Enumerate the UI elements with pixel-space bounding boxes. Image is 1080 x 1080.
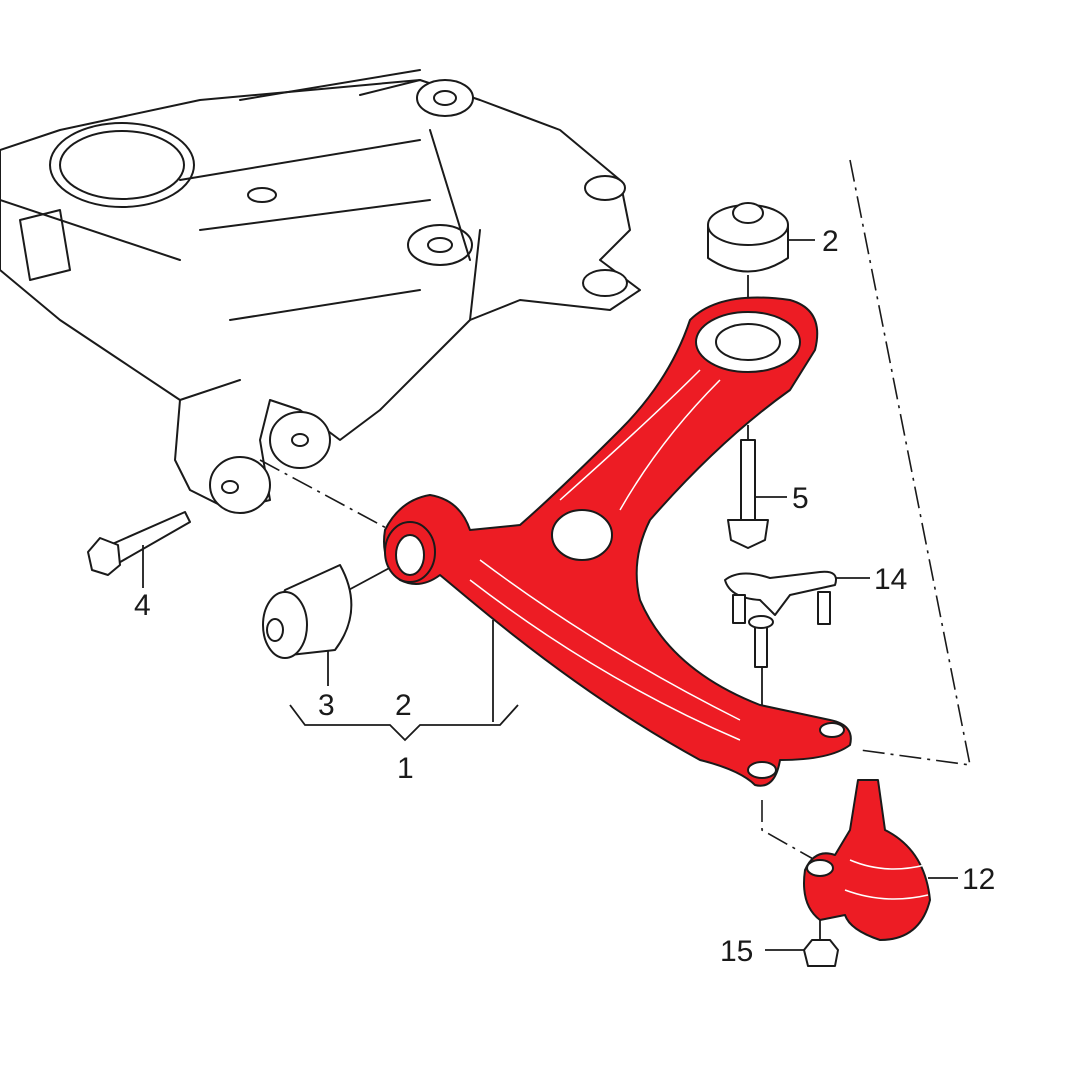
subframe — [0, 69, 641, 514]
callout-5: 5 — [792, 482, 809, 515]
callout-4: 4 — [134, 589, 151, 622]
rear-bushing — [707, 202, 789, 273]
callout-12: 12 — [962, 863, 995, 896]
callout-14: 14 — [874, 563, 907, 596]
control-arm — [383, 296, 852, 787]
plate-14 — [724, 570, 837, 668]
callout-15: 15 — [720, 935, 753, 968]
nut-15 — [803, 939, 839, 967]
bolt-4 — [87, 511, 191, 576]
assembly-bracket — [289, 704, 519, 742]
callout-2-bushing: 2 — [822, 225, 839, 258]
callout-2-bracket: 2 — [395, 689, 412, 722]
callout-1: 1 — [397, 752, 414, 785]
callout-3: 3 — [318, 689, 335, 722]
bolt-5 — [727, 439, 769, 549]
front-bushing — [262, 564, 353, 659]
ball-joint — [803, 779, 931, 941]
